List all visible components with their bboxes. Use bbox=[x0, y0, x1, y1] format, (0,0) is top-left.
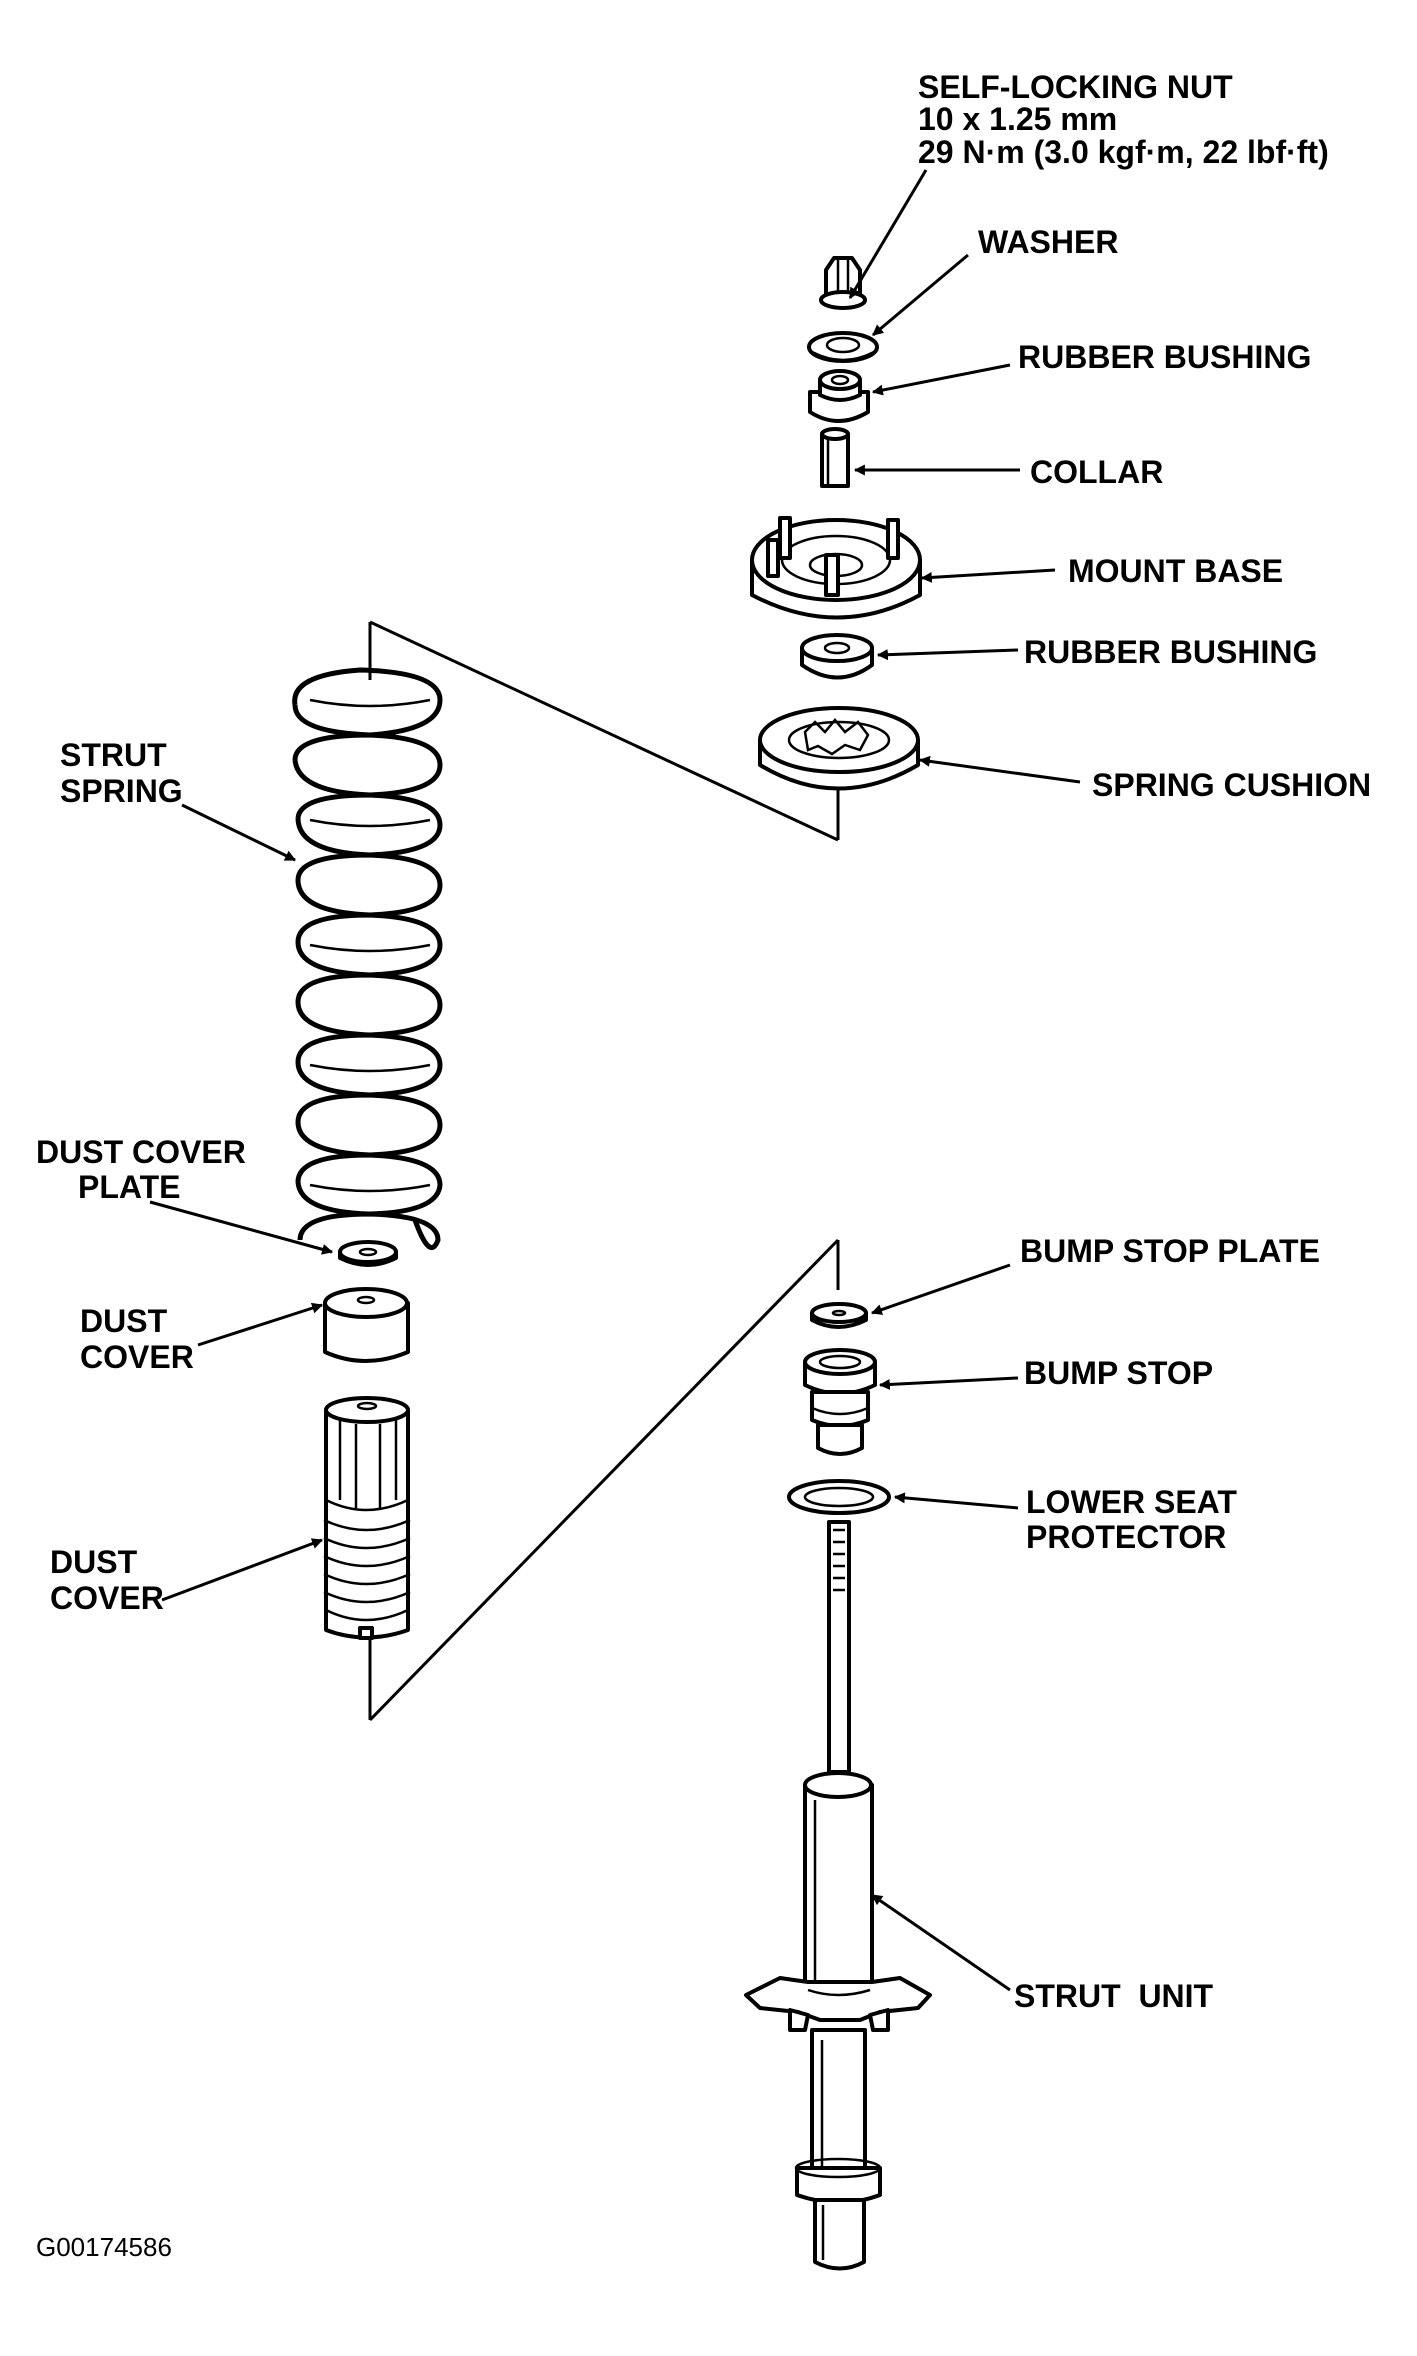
label-dust-cover-lower-line2: COVER bbox=[50, 1580, 164, 1616]
label-strut-spring-line2: SPRING bbox=[60, 773, 183, 809]
label-spring-cushion: SPRING CUSHION bbox=[1092, 767, 1371, 803]
label-lower-seat-protector-line2: PROTECTOR bbox=[1026, 1519, 1226, 1555]
dust-cover-plate bbox=[338, 1240, 398, 1267]
mount-base bbox=[750, 516, 922, 620]
bump-stop-leader-arrow bbox=[878, 1376, 1019, 1390]
washer bbox=[807, 331, 879, 363]
rubber-bushing-lower bbox=[800, 633, 874, 680]
label-lower-seat-protector-line1: LOWER SEAT bbox=[1026, 1484, 1237, 1520]
label-nut-line1: SELF-LOCKING NUT bbox=[918, 69, 1233, 105]
label-washer: WASHER bbox=[978, 224, 1118, 260]
label-rubber-bushing-upper: RUBBER BUSHING bbox=[1018, 339, 1311, 375]
label-dust-cover-plate-line1: DUST COVER bbox=[36, 1134, 246, 1170]
spring-cushion bbox=[758, 706, 920, 791]
dust-cover-lower bbox=[323, 1396, 411, 1640]
washer-leader-arrow bbox=[872, 253, 969, 337]
collar bbox=[820, 427, 850, 488]
label-nut-line3: 29 N·m (3.0 kgf·m, 22 lbf·ft) bbox=[918, 134, 1329, 170]
mount-base-leader-arrow bbox=[920, 568, 1056, 583]
label-nut-line2: 10 x 1.25 mm bbox=[918, 101, 1117, 137]
part-labels: SELF-LOCKING NUT 10 x 1.25 mm 29 N·m (3.… bbox=[36, 69, 1371, 2262]
figure-code: G00174586 bbox=[36, 2232, 172, 2262]
nut-leader-arrow bbox=[848, 169, 928, 299]
dust-cover-lower-leader-arrow bbox=[161, 1538, 324, 1602]
label-bump-stop-plate: BUMP STOP PLATE bbox=[1020, 1233, 1320, 1269]
lower-seat-protector-leader-arrow bbox=[893, 1492, 1019, 1510]
label-bump-stop: BUMP STOP bbox=[1024, 1355, 1213, 1391]
strut-unit bbox=[744, 1520, 932, 2271]
label-strut-unit: STRUT UNIT bbox=[1014, 1978, 1214, 2014]
dust-cover-plate-leader-arrow bbox=[149, 1200, 334, 1255]
label-dust-cover-plate-line2: PLATE bbox=[78, 1169, 181, 1205]
label-mount-base: MOUNT BASE bbox=[1068, 553, 1283, 589]
rubber-bushing-upper-leader-arrow bbox=[871, 363, 1011, 396]
bump-stop bbox=[803, 1348, 877, 1456]
strut-unit-leader-arrow bbox=[871, 1893, 1011, 1992]
rubber-bushing-upper bbox=[808, 369, 870, 423]
label-dust-cover-lower-line1: DUST bbox=[50, 1544, 138, 1580]
dust-cover-upper bbox=[323, 1287, 410, 1363]
label-collar: COLLAR bbox=[1030, 454, 1163, 490]
spring-cushion-leader-arrow bbox=[918, 755, 1081, 784]
assembly-connector-lines bbox=[368, 620, 840, 1722]
strut-spring-leader-arrow bbox=[181, 803, 296, 862]
rubber-bushing-lower-leader-arrow bbox=[876, 648, 1019, 661]
leader-arrows bbox=[149, 169, 1081, 1992]
strut-spring bbox=[292, 667, 443, 1250]
label-dust-cover-upper-line1: DUST bbox=[80, 1303, 168, 1339]
label-rubber-bushing-lower: RUBBER BUSHING bbox=[1024, 634, 1317, 670]
bump-stop-plate-leader-arrow bbox=[870, 1263, 1011, 1315]
label-dust-cover-upper-line2: COVER bbox=[80, 1339, 194, 1375]
bump-stop-plate bbox=[810, 1302, 868, 1329]
lower-seat-protector bbox=[787, 1479, 891, 1515]
label-strut-spring-line1: STRUT bbox=[60, 737, 167, 773]
dust-cover-upper-leader-arrow bbox=[197, 1302, 324, 1347]
